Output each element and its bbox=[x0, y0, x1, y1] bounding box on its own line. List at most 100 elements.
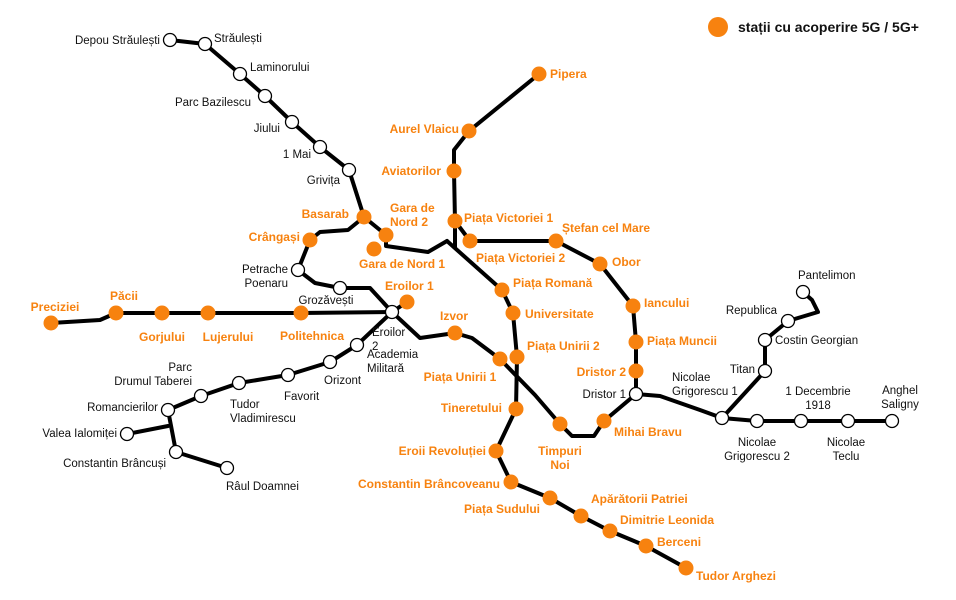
station-lujerului bbox=[200, 305, 216, 321]
station-label-pacii: Păcii bbox=[110, 289, 138, 303]
legend-label: stații cu acoperire 5G / 5G+ bbox=[738, 19, 919, 35]
station-label-grozavesti: Grozăvești bbox=[299, 295, 354, 307]
station-label-constantin-brancusi: Constantin Brâncuși bbox=[63, 458, 166, 470]
station-grivita bbox=[341, 162, 357, 178]
station-label-berceni: Berceni bbox=[657, 535, 701, 549]
station-preciziei bbox=[43, 315, 59, 331]
station-favorit bbox=[280, 367, 296, 383]
station-pipera bbox=[531, 66, 547, 82]
station-label-basarab: Basarab bbox=[302, 207, 349, 221]
station-grozavesti bbox=[332, 280, 348, 296]
station-label-constantin-brancoveanu: Constantin Brâncoveanu bbox=[358, 477, 500, 491]
station-depou-straulesti bbox=[162, 32, 178, 48]
track-segment bbox=[49, 310, 394, 325]
legend: stații cu acoperire 5G / 5G+ bbox=[708, 17, 919, 37]
station-label-universitate: Universitate bbox=[525, 307, 594, 321]
station-anghel-saligny bbox=[884, 413, 900, 429]
station-label-mihai-bravu: Mihai Bravu bbox=[614, 425, 682, 439]
station-valea-ialomitei bbox=[119, 426, 135, 442]
track-segment bbox=[296, 215, 409, 314]
station-costin-georgian bbox=[757, 332, 773, 348]
station-label-tineretului: Tineretului bbox=[441, 401, 502, 415]
track-segment bbox=[634, 392, 894, 423]
station-eroii-revolutiei bbox=[488, 443, 504, 459]
station-jiului bbox=[284, 114, 300, 130]
station-laminorului bbox=[232, 66, 248, 82]
track-segment bbox=[390, 219, 638, 438]
station-gorjului bbox=[154, 305, 170, 321]
station-aurel-vlaicu bbox=[461, 123, 477, 139]
station-label-raul-doamnei: Râul Doamnei bbox=[226, 481, 299, 493]
station-obor bbox=[592, 256, 608, 272]
station-basarab bbox=[356, 209, 372, 225]
station-piata-sudului bbox=[542, 490, 558, 506]
station-label-preciziei: Preciziei bbox=[31, 300, 80, 314]
station-label-favorit: Favorit bbox=[284, 391, 320, 403]
station-label-eroilor-1: Eroilor 1 bbox=[385, 279, 434, 293]
station-constantin-brancusi bbox=[168, 444, 184, 460]
station-label-valea-ialomitei: Valea Ialomiței bbox=[42, 428, 117, 440]
station-label-crangasi: Crângași bbox=[249, 230, 300, 244]
station-raul-doamnei bbox=[219, 460, 235, 476]
station-label-straulesti: Străulești bbox=[214, 33, 262, 45]
station-piata-unirii-1 bbox=[492, 351, 508, 367]
station-label-aparatorii-patriei: Apărătorii Patriei bbox=[591, 492, 688, 506]
station-tudor-vladimirescu bbox=[231, 375, 247, 391]
station-iancului bbox=[625, 298, 641, 314]
station-label-piata-victoriei-2: Piața Victoriei 2 bbox=[476, 251, 565, 265]
station-label-gorjului: Gorjului bbox=[139, 330, 185, 344]
station-label-depou-straulesti: Depou Străulești bbox=[75, 35, 160, 47]
station-titan bbox=[757, 363, 773, 379]
station-academia-militara bbox=[349, 337, 365, 353]
station-eroilor-1 bbox=[399, 294, 415, 310]
station-tudor-arghezi bbox=[678, 560, 694, 576]
station-1-mai bbox=[312, 139, 328, 155]
station-parc-drumul-taberei bbox=[193, 388, 209, 404]
station-constantin-brancoveanu bbox=[503, 474, 519, 490]
station-timpuri-noi bbox=[552, 416, 568, 432]
station-label-parc-bazilescu: Parc Bazilescu bbox=[175, 97, 251, 109]
station-piata-muncii bbox=[628, 334, 644, 350]
station-piata-romana bbox=[494, 282, 510, 298]
station-straulesti bbox=[197, 36, 213, 52]
station-label-aviatorilor: Aviatorilor bbox=[381, 164, 441, 178]
station-label-piata-romana: Piața Romană bbox=[513, 276, 593, 290]
station-label-piata-unirii-1: Piața Unirii 1 bbox=[424, 370, 497, 384]
station-label-pantelimon: Pantelimon bbox=[798, 270, 856, 282]
station-piata-victoriei-1 bbox=[447, 213, 463, 229]
station-label-eroii-revolutiei: Eroii Revoluției bbox=[399, 444, 486, 458]
station-dristor-2 bbox=[628, 363, 644, 379]
station-pantelimon bbox=[795, 284, 811, 300]
station-label-costin-georgian: Costin Georgian bbox=[775, 335, 858, 347]
station-dimitrie-leonida bbox=[602, 523, 618, 539]
station-republica bbox=[780, 313, 796, 329]
station-label-iancului: Iancului bbox=[644, 296, 689, 310]
station-dristor-1 bbox=[628, 386, 644, 402]
station-piata-unirii-2 bbox=[509, 349, 525, 365]
station-label-pipera: Pipera bbox=[550, 67, 587, 81]
station-label-jiului: Jiului bbox=[254, 123, 280, 135]
station-gara-de-nord-2 bbox=[378, 227, 394, 243]
station-label-izvor: Izvor bbox=[440, 309, 468, 323]
station-tineretului bbox=[508, 401, 524, 417]
station-parc-bazilescu bbox=[257, 88, 273, 104]
station-label-romancierilor: Romancierilor bbox=[87, 402, 158, 414]
station-label-tudor-arghezi: Tudor Arghezi bbox=[696, 569, 776, 583]
station-label-piata-muncii: Piața Muncii bbox=[647, 334, 717, 348]
station-label-dimitrie-leonida: Dimitrie Leonida bbox=[620, 513, 714, 527]
station-label-piata-unirii-2: Piața Unirii 2 bbox=[527, 339, 600, 353]
station-orizont bbox=[322, 354, 338, 370]
